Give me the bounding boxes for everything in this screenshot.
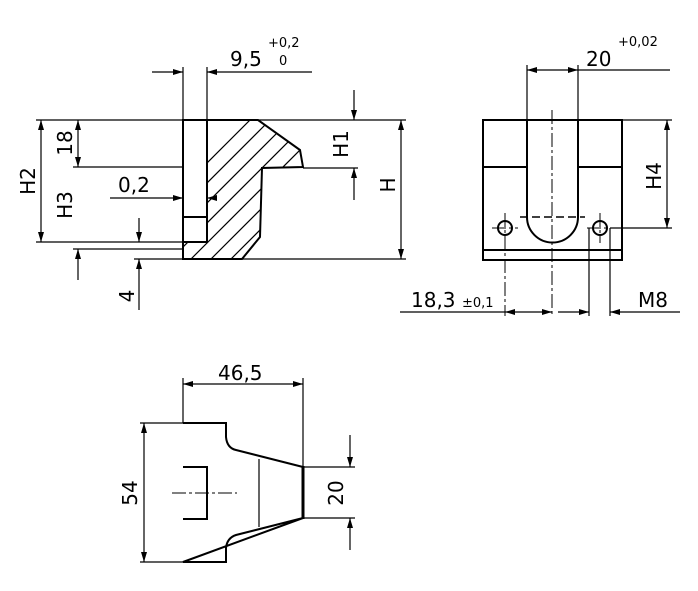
side-section-view: 9,5 +0,2 0 0,2 H2 18 H3 4 H1 H bbox=[16, 36, 406, 310]
thread-label: M8 bbox=[638, 288, 668, 312]
h3-label: H3 bbox=[53, 191, 77, 219]
section-hatching bbox=[183, 120, 303, 259]
length-dim-label: 46,5 bbox=[218, 361, 263, 385]
part-outline bbox=[182, 119, 305, 260]
h-label: H bbox=[376, 177, 400, 192]
width-dim-label: 9,5 bbox=[230, 47, 262, 71]
slot-tol-label: +0,02 bbox=[618, 35, 658, 50]
h4-label: H4 bbox=[642, 162, 666, 190]
hole-spacing-label: 18,3 bbox=[411, 288, 456, 312]
slot-dim-label: 20 bbox=[586, 47, 611, 71]
hole-spacing-tol: ±0,1 bbox=[462, 296, 494, 311]
dim-4-label: 4 bbox=[115, 290, 139, 303]
neck-dim-label: 20 bbox=[324, 480, 348, 505]
gap-dim-label: 0,2 bbox=[118, 173, 150, 197]
height-dim-label: 54 bbox=[118, 480, 142, 505]
width-tol-upper: +0,2 bbox=[268, 36, 300, 51]
width-tol-lower: 0 bbox=[279, 54, 287, 69]
front-view: 20 +0,02 H4 18,3 ±0,1 M8 bbox=[400, 35, 680, 316]
h2-label: H2 bbox=[16, 167, 40, 195]
top-view: 46,5 54 20 bbox=[118, 361, 355, 563]
h1-label: H1 bbox=[329, 130, 353, 158]
dim-18-label: 18 bbox=[53, 130, 77, 155]
